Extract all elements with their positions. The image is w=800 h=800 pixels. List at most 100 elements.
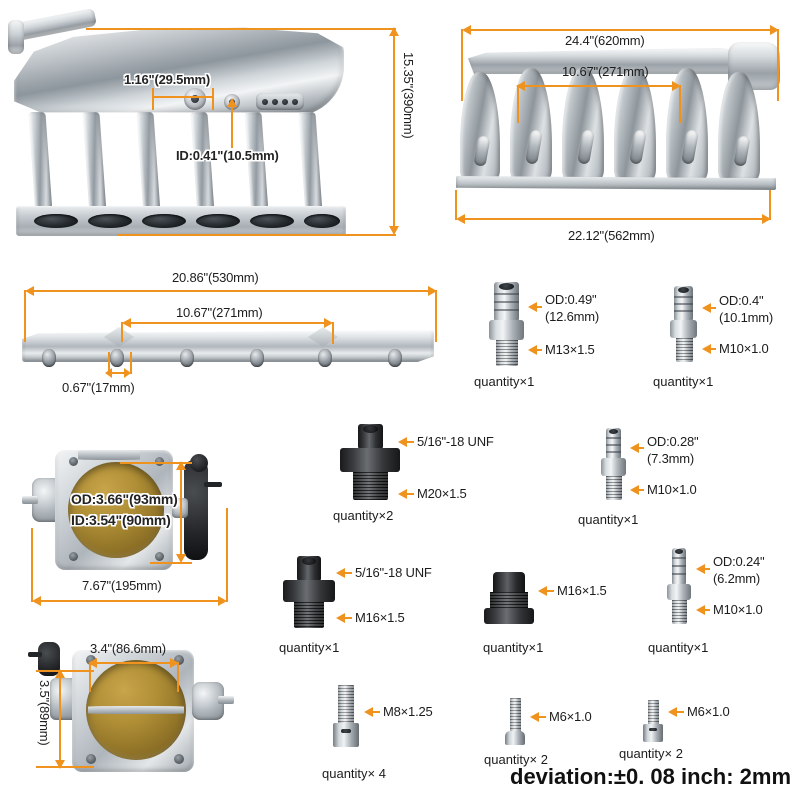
- fitting-barb-m13-od-label: OD:0.49": [545, 292, 597, 307]
- throttle-body-bolt-span-h-label: 3.4"(86.6mm): [90, 641, 166, 656]
- inner-span-ext-right: [679, 85, 681, 123]
- bolt-m6-cap-arrow: [668, 707, 677, 717]
- base-length-ext-left: [455, 190, 457, 220]
- fitting-barb-m13-quantity: quantity×1: [474, 374, 535, 389]
- fitting-an-m16-top-label: 5/16"-18 UNF: [355, 565, 432, 580]
- fitting-barb-m10-a-od-arrow: [702, 303, 711, 313]
- bolt-m6-cap: [643, 700, 663, 746]
- bolt-m6-button-arrow: [530, 712, 539, 722]
- fitting-barb-m10-b-thread-arrow: [630, 485, 639, 495]
- throttle-bore-arrow-up: [176, 461, 186, 470]
- id-callout-leader: [231, 104, 233, 148]
- fitting-an-m16-quantity: quantity×1: [279, 640, 340, 655]
- throttle-width-ext-right: [226, 508, 228, 602]
- fitting-barb-m10-a-quantity: quantity×1: [653, 374, 714, 389]
- manifold-side-view: [0, 0, 400, 260]
- thread-section: [606, 476, 622, 500]
- fitting-barb-m10-b: [598, 428, 628, 502]
- manifold-runner: [244, 112, 269, 214]
- throttle-body-cam: [184, 460, 208, 560]
- throttle-body-lever: [204, 482, 222, 487]
- height-dim-top-guide: [86, 28, 396, 30]
- throttle-body-bolt-hole: [69, 457, 78, 466]
- rail-length-arrow-left: [25, 286, 34, 296]
- barb-section: [606, 428, 621, 458]
- thread-section: [496, 340, 518, 366]
- throttle-width-dim-line: [40, 600, 222, 602]
- manifold-port: [196, 214, 240, 228]
- bolt-m8-arrow: [364, 707, 373, 717]
- fitting-an-m16-top-leader: [344, 572, 352, 574]
- inner-span-ext-left: [517, 85, 519, 123]
- fuel-rail-injector-port: [110, 349, 124, 367]
- rail-mount-arrow-left: [122, 318, 131, 328]
- inner-span-dim-line: [522, 85, 674, 87]
- barb-bore: [499, 283, 514, 290]
- manifold-front-plenum-top: [468, 48, 768, 74]
- throttle-bore-dim-line: [180, 468, 182, 556]
- bolt-socket: [649, 728, 657, 731]
- throttle-body-bolt-hole: [155, 552, 164, 561]
- manifold-runner: [136, 112, 161, 214]
- fitting-an-m16-thread-arrow: [336, 613, 345, 623]
- throttle-bore-guide-bottom: [150, 562, 192, 564]
- thread-section: [294, 602, 324, 628]
- fitting-barb-m10-b-od-label: OD:0.28": [647, 434, 699, 449]
- fitting-barb-m10-b-od-leader: [638, 447, 644, 449]
- hex-section: [667, 584, 691, 600]
- throttle-body-bottom-bolt-hole: [86, 754, 96, 764]
- bolt-span-v-dim-line: [59, 676, 61, 762]
- bolt-socket: [341, 729, 351, 733]
- throttle-width-arrow-right: [218, 596, 227, 606]
- manifold-runner: [298, 112, 323, 214]
- rail-length-dim-line: [32, 290, 430, 292]
- hex-section: [283, 580, 335, 602]
- throttle-body-front-view: [0, 420, 250, 600]
- bolt-m6-cap-quantity: quantity× 2: [619, 746, 683, 761]
- bolt-span-v-arrow-down: [55, 760, 65, 769]
- bolt-m8: [333, 685, 359, 747]
- fitting-plug-m16-quantity: quantity×1: [483, 640, 544, 655]
- barb-section: [674, 286, 693, 320]
- fitting-barb-m10-c-quantity: quantity×1: [648, 640, 709, 655]
- fitting-barb-m10-b-thread-label: M10×1.0: [647, 482, 697, 497]
- fitting-barb-m10-b-od-label2: (7.3mm): [647, 451, 694, 466]
- thread-section: [672, 600, 687, 624]
- rail-port-dim-line: [109, 372, 129, 374]
- hex-section: [484, 608, 534, 624]
- throttle-body-od-label: OD:3.66"(93mm): [71, 491, 178, 507]
- rail-mount-arrow-right: [324, 318, 333, 328]
- fitting-barb-m10-c-od-arrow: [696, 564, 705, 574]
- fuel-rail-injector-port: [318, 349, 332, 367]
- fitting-an-m16-top-arrow: [336, 568, 345, 578]
- id-callout-arrow: [227, 98, 237, 107]
- throttle-body-width-label: 7.67"(195mm): [82, 578, 162, 593]
- rail-port-ext-right: [130, 352, 132, 374]
- rail-length-ext-left: [24, 290, 26, 342]
- thread-section: [490, 592, 528, 610]
- fitting-barb-m13-thread-leader: [536, 349, 542, 351]
- bolt-m6-button-leader: [538, 716, 546, 718]
- bolt-shank: [648, 700, 659, 726]
- throttle-body-bottom-bolt-hole: [174, 655, 184, 665]
- fitting-barb-m10-a-thread-arrow: [702, 344, 711, 354]
- bolt-head: [643, 724, 663, 742]
- manifold-port: [88, 214, 132, 228]
- fuel-rail-mount-span-label: 10.67"(271mm): [176, 305, 263, 320]
- manifold-front-length-label: 24.4"(620mm): [565, 33, 645, 48]
- rail-length-ext-right: [435, 290, 437, 342]
- bolt-span-h-ext-right: [177, 662, 179, 692]
- manifold-front-base-label: 22.12"(562mm): [568, 228, 655, 243]
- fitting-an-m20-thread-leader: [406, 493, 414, 495]
- fuel-rail-injector-port: [388, 349, 402, 367]
- overall-length-arrow-left: [462, 25, 471, 35]
- manifold-runner: [28, 112, 53, 214]
- fitting-barb-m10-a-thread-label: M10×1.0: [719, 341, 769, 356]
- height-dim-arrow-up: [389, 27, 399, 36]
- fitting-barb-m13-od-leader: [536, 306, 542, 308]
- manifold-port: [304, 214, 340, 228]
- fitting-barb-m13-od-label2: (12.6mm): [545, 309, 600, 324]
- fitting-barb-m10-c-thread-leader: [704, 609, 710, 611]
- base-length-arrow-left: [456, 214, 465, 224]
- throttle-body-id-label: ID:3.54"(90mm): [71, 512, 171, 528]
